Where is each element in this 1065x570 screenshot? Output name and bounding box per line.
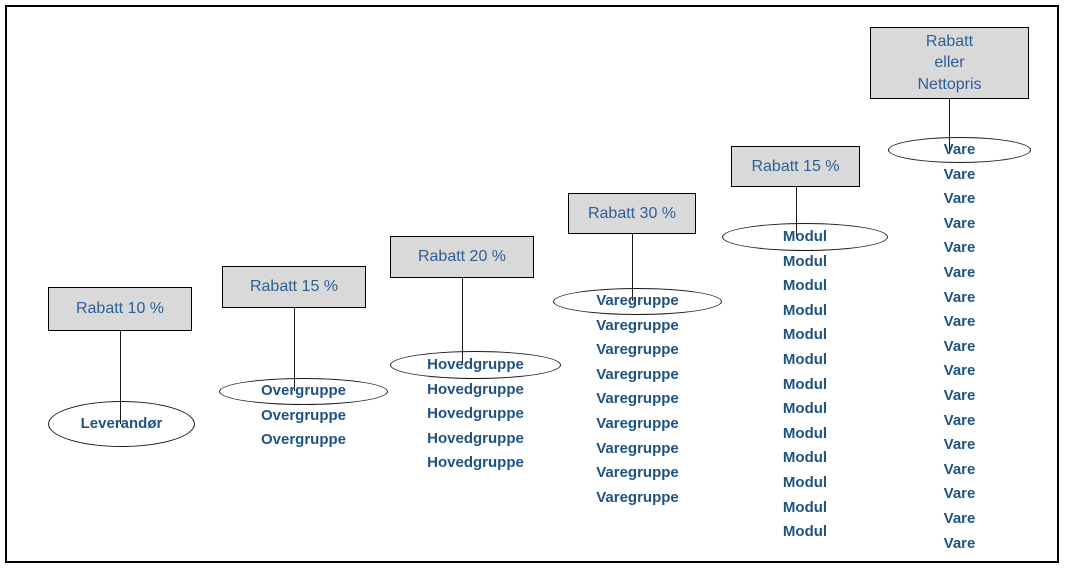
entity-label[interactable]: Vare xyxy=(943,534,976,552)
entity-label[interactable]: Vare xyxy=(943,239,976,257)
entity-label[interactable]: Modul xyxy=(782,277,828,295)
entity-label[interactable]: Modul xyxy=(782,498,828,516)
entity-label[interactable]: Modul xyxy=(782,252,828,270)
entity-label[interactable]: Modul xyxy=(782,449,828,467)
entity-label[interactable]: Modul xyxy=(782,424,828,442)
entity-label[interactable]: Modul xyxy=(782,350,828,368)
entity-label[interactable]: Varegruppe xyxy=(596,365,679,383)
discount-box-vare[interactable]: Rabatt eller Nettopris xyxy=(870,27,1029,99)
entity-label[interactable]: Modul xyxy=(782,400,828,418)
discount-box-modul[interactable]: Rabatt 15 % xyxy=(731,146,860,187)
entity-label[interactable]: Overgruppe xyxy=(260,406,347,424)
entity-label[interactable]: Vare xyxy=(943,165,976,183)
discount-box-hovedgruppe[interactable]: Rabatt 20 % xyxy=(390,236,534,278)
entity-label[interactable]: Vare xyxy=(943,509,976,527)
entity-label[interactable]: Hovedgruppe xyxy=(427,356,524,373)
entity-label[interactable]: Modul xyxy=(782,473,828,491)
connector-hovedgruppe xyxy=(462,278,463,364)
entity-label[interactable]: Vare xyxy=(943,141,976,158)
discount-box-varegruppe[interactable]: Rabatt 30 % xyxy=(568,193,696,234)
connector-varegruppe xyxy=(632,234,633,301)
entity-label[interactable]: Vare xyxy=(943,263,976,281)
discount-box-leverandor[interactable]: Rabatt 10 % xyxy=(48,287,192,331)
entity-label[interactable]: Vare xyxy=(943,337,976,355)
entity-label[interactable]: Varegruppe xyxy=(596,488,679,506)
entity-label[interactable]: Vare xyxy=(943,190,976,208)
connector-vare xyxy=(949,99,950,151)
entity-label[interactable]: Vare xyxy=(943,485,976,503)
entity-label[interactable]: Overgruppe xyxy=(260,382,347,399)
entity-label[interactable]: Vare xyxy=(943,313,976,331)
entity-label[interactable]: Modul xyxy=(782,523,828,541)
entity-label[interactable]: Hovedgruppe xyxy=(427,429,524,447)
entity-label[interactable]: Varegruppe xyxy=(596,439,679,457)
entity-label[interactable]: Hovedgruppe xyxy=(427,454,524,472)
entity-label[interactable]: Hovedgruppe xyxy=(427,405,524,423)
entity-label[interactable]: Varegruppe xyxy=(596,390,679,408)
entity-label[interactable]: Vare xyxy=(943,288,976,306)
entity-label[interactable]: Modul xyxy=(782,228,828,245)
entity-label[interactable]: Varegruppe xyxy=(596,292,679,309)
entity-label[interactable]: Modul xyxy=(782,326,828,344)
connector-leverandor xyxy=(120,331,121,424)
entity-label[interactable]: Vare xyxy=(943,460,976,478)
connector-modul xyxy=(796,187,797,237)
entity-label[interactable]: Vare xyxy=(943,362,976,380)
entity-list-leverandor: Leverandør xyxy=(48,412,195,437)
entity-label[interactable]: Modul xyxy=(782,301,828,319)
entity-label[interactable]: Varegruppe xyxy=(596,316,679,334)
entity-label[interactable]: Varegruppe xyxy=(596,341,679,359)
entity-label[interactable]: Varegruppe xyxy=(596,464,679,482)
entity-label[interactable]: Varegruppe xyxy=(596,414,679,432)
entity-label[interactable]: Vare xyxy=(943,214,976,232)
entity-label[interactable]: Vare xyxy=(943,411,976,429)
entity-label[interactable]: Vare xyxy=(943,386,976,404)
entity-label[interactable]: Hovedgruppe xyxy=(427,380,524,398)
connector-overgruppe xyxy=(294,308,295,391)
entity-label[interactable]: Leverandør xyxy=(80,415,163,432)
entity-label[interactable]: Overgruppe xyxy=(260,431,347,449)
entity-label[interactable]: Vare xyxy=(943,436,976,454)
discount-box-overgruppe[interactable]: Rabatt 15 % xyxy=(222,266,366,308)
entity-label[interactable]: Modul xyxy=(782,375,828,393)
